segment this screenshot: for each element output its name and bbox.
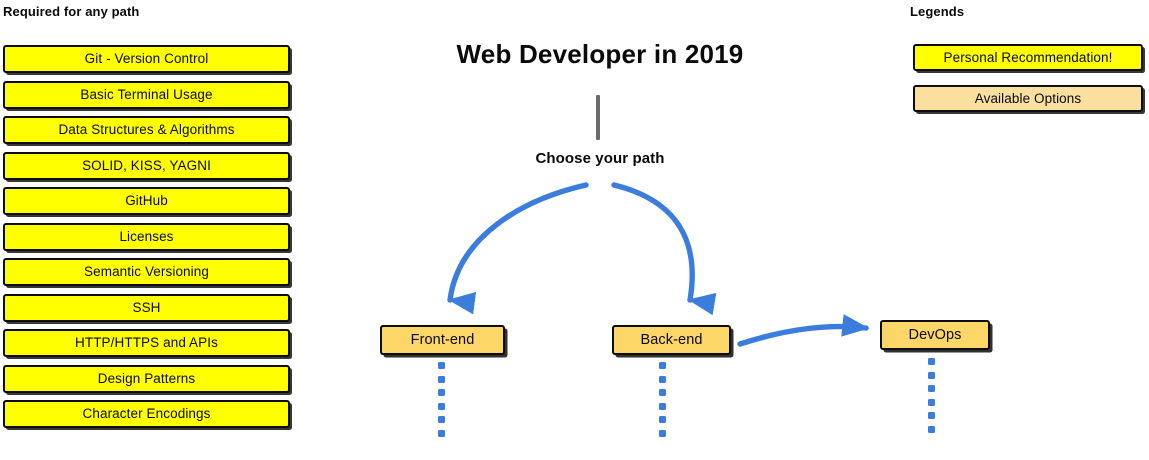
legend-heading: Legends [910,4,965,19]
trail-dot [659,402,666,410]
required-section-heading: Required for any path [3,4,140,19]
legend-label: Available Options [974,90,1082,106]
skill-box[interactable]: Design Patterns [3,364,290,393]
legend-label: Personal Recommendation! [943,49,1113,65]
skill-label: Basic Terminal Usage [80,86,213,102]
trail-dot [928,358,935,365]
path-box-devops[interactable]: DevOps [880,320,990,350]
trail-dot [438,375,445,383]
skill-box[interactable]: GitHub [3,187,290,215]
arrow-to-back-end [611,182,717,316]
trail-dot [659,416,666,423]
dot-trail-devops [928,358,935,439]
legend-item-personal-recommendation: Personal Recommendation! [913,44,1143,71]
skill-box[interactable]: Semantic Versioning [3,258,290,286]
trail-dot [659,362,666,369]
choose-your-path-label: Choose your path [535,150,665,167]
trail-dot [928,425,935,433]
skill-box[interactable]: Git - Version Control [3,45,290,73]
trail-dot [659,389,666,396]
path-label: DevOps [908,327,962,343]
skill-label: Character Encodings [82,406,211,421]
arrow-to-front-end [447,182,589,315]
skill-box[interactable]: Data Structures & Algorithms [3,116,290,144]
trail-dot [659,375,666,383]
skill-box[interactable]: HTTP/HTTPS and APIs [3,329,290,357]
trail-dot [438,389,445,396]
title-stem-connector [596,95,600,140]
skill-label: Licenses [119,228,174,244]
dot-trail-front-end [438,362,445,443]
path-label: Front-end [410,332,475,348]
skill-box[interactable]: SSH [3,293,290,322]
arrow-back-end-to-devops [737,314,870,347]
skill-label: GitHub [125,193,168,208]
skill-box[interactable]: Character Encodings [3,400,290,428]
trail-dot [438,362,445,369]
legend-item-available-options: Available Options [913,85,1143,112]
skill-label: Git - Version Control [84,51,209,66]
required-skills-list: Git - Version Control Basic Terminal Usa… [3,45,290,436]
skill-box[interactable]: SOLID, KISS, YAGNI [3,151,290,180]
path-box-back-end[interactable]: Back-end [612,325,731,355]
path-box-front-end[interactable]: Front-end [380,325,505,355]
trail-dot [928,385,935,392]
skill-label: Semantic Versioning [84,264,209,279]
skill-label: Design Patterns [97,370,196,386]
skill-label: SOLID, KISS, YAGNI [82,157,211,173]
skill-label: Data Structures & Algorithms [58,122,235,137]
path-label: Back-end [640,332,703,348]
skill-box[interactable]: Basic Terminal Usage [3,80,290,109]
trail-dot [438,429,445,437]
trail-dot [659,429,666,437]
trail-dot [438,402,445,410]
trail-dot [928,398,935,406]
dot-trail-back-end [659,362,666,443]
trail-dot [438,416,445,423]
page-title: Web Developer in 2019 [456,39,744,69]
skill-box[interactable]: Licenses [3,222,290,251]
trail-dot [928,412,935,419]
trail-dot [928,371,935,379]
skill-label: SSH [132,299,161,315]
skill-label: HTTP/HTTPS and APIs [75,335,218,350]
